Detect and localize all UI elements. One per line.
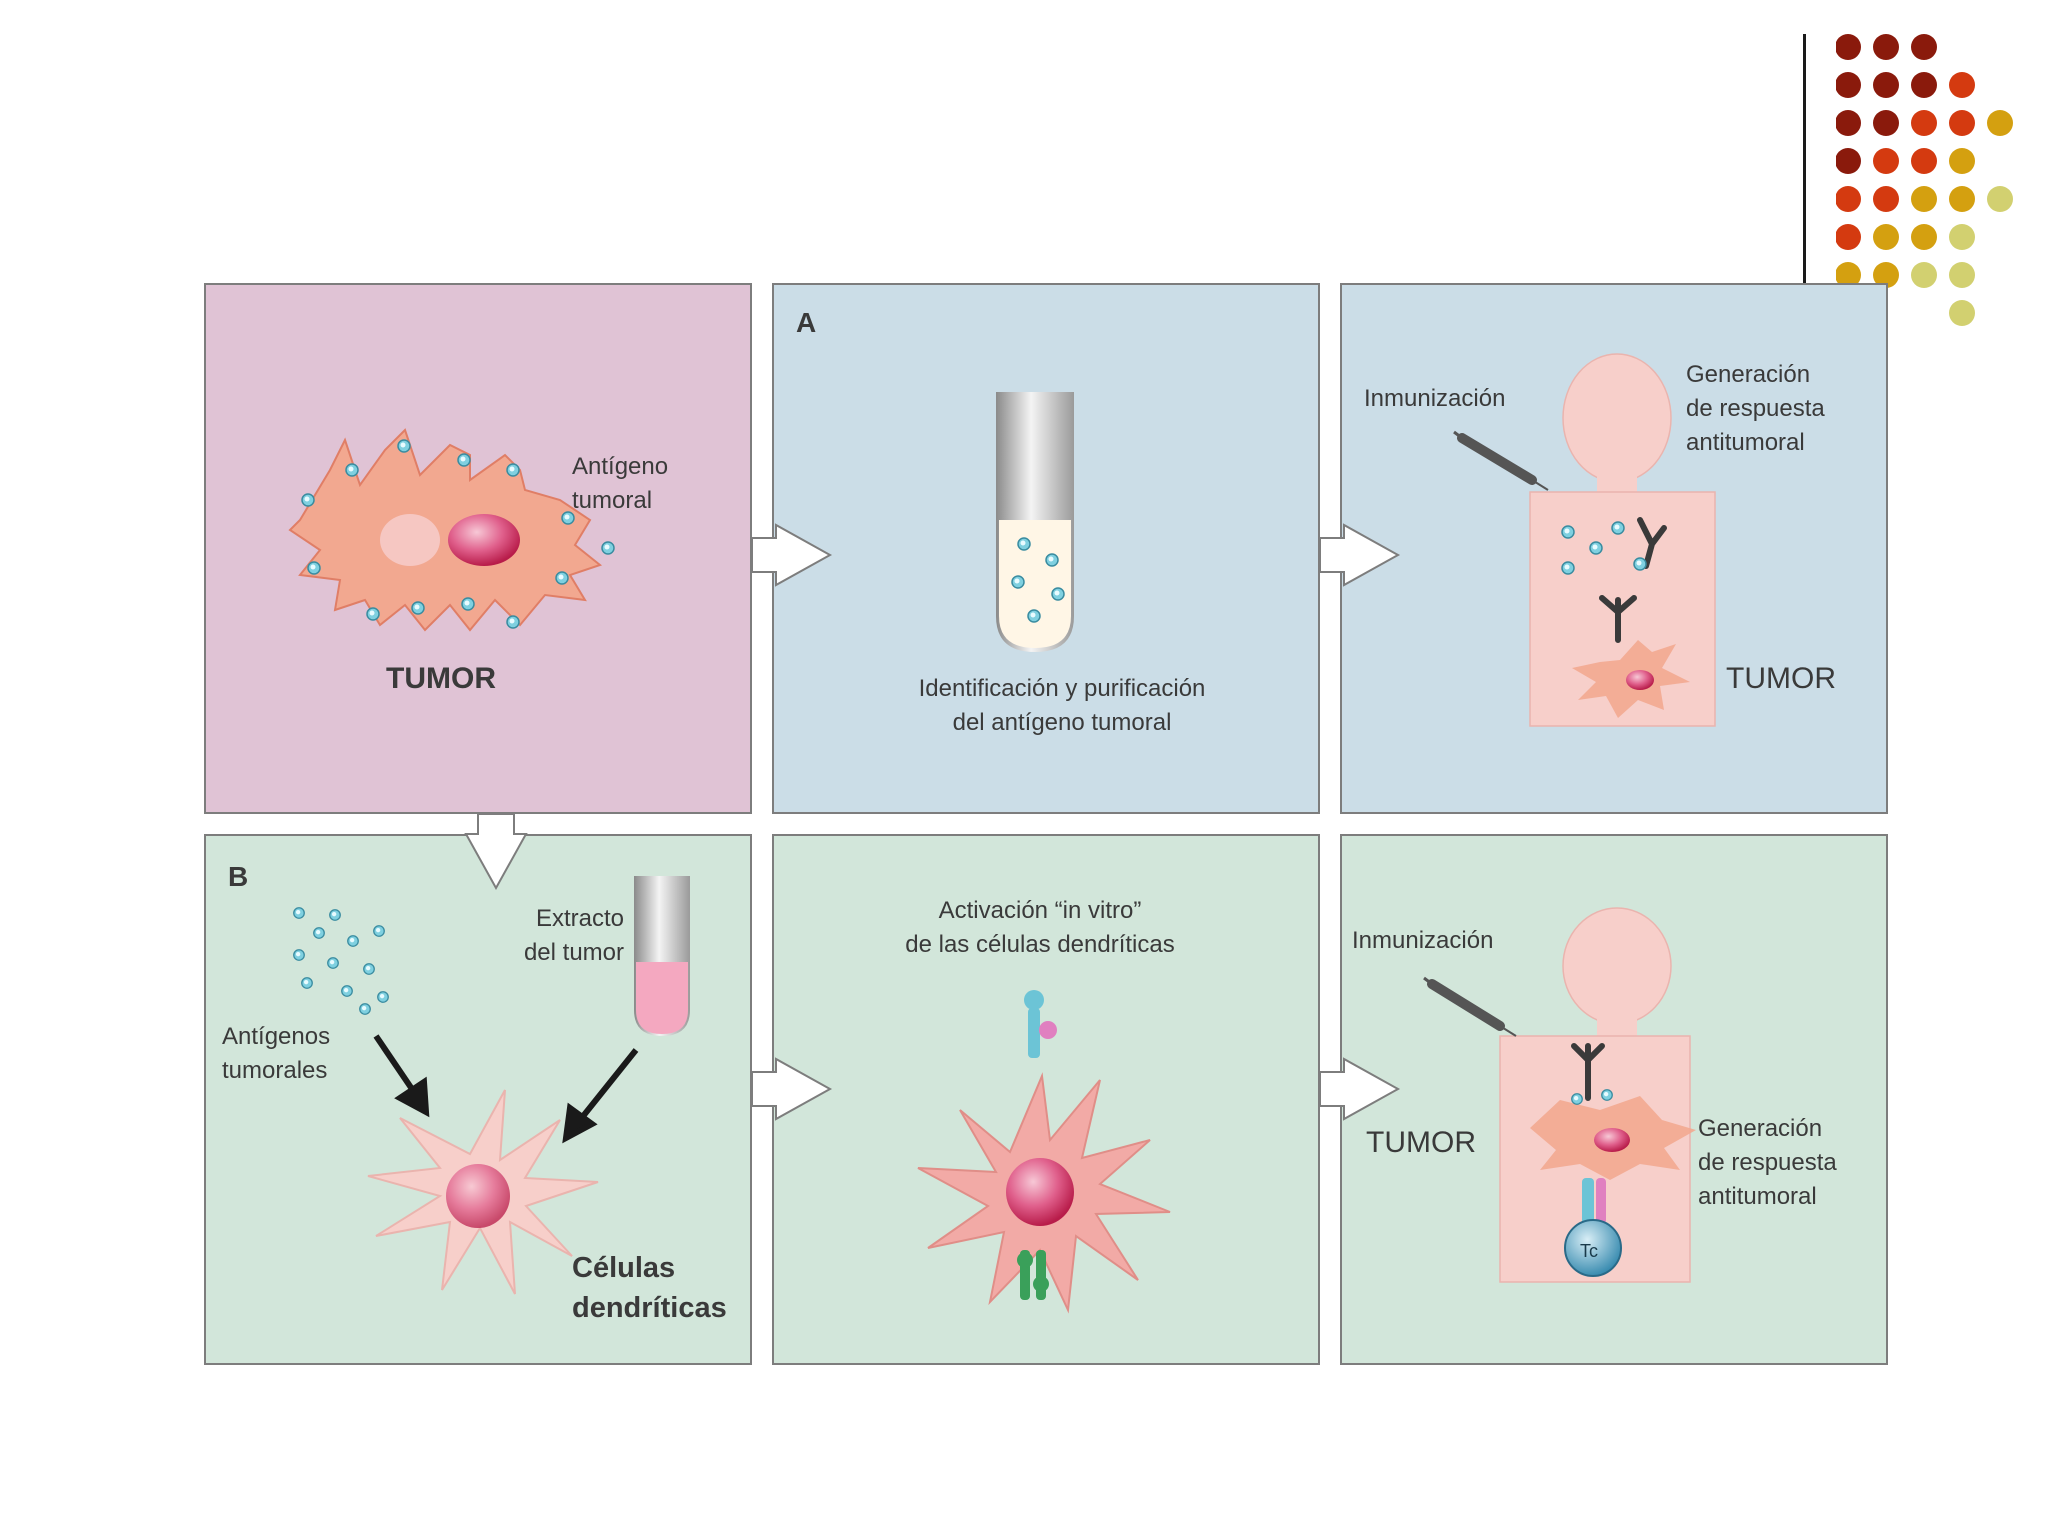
flow-arrow-right-2 bbox=[1319, 523, 1401, 587]
palette-dot bbox=[1949, 148, 1975, 174]
label-antigens: Antígenos tumorales bbox=[222, 1023, 331, 1084]
palette-dot bbox=[1911, 148, 1937, 174]
palette-dot bbox=[1836, 34, 1861, 60]
label-immunization-b: Inmunización bbox=[1352, 927, 1494, 954]
palette-dot bbox=[1911, 110, 1937, 136]
caption-purification: Identificación y purificación del antíge… bbox=[918, 675, 1206, 736]
tumor-cell-illustration bbox=[288, 428, 615, 632]
tumor-extract-tube bbox=[634, 876, 690, 1036]
dendritic-cell-activated bbox=[917, 990, 1171, 1314]
test-tube-antigen bbox=[996, 392, 1074, 652]
caption-activation: Activación “in vitro” de las células den… bbox=[905, 897, 1175, 958]
palette-dot bbox=[1949, 72, 1975, 98]
body-figure-a bbox=[1529, 353, 1716, 727]
palette-dot bbox=[1873, 110, 1899, 136]
palette-dot bbox=[1987, 110, 2013, 136]
divider-line bbox=[1803, 34, 1806, 286]
flow-arrow-down bbox=[464, 813, 528, 891]
palette-dot bbox=[1836, 186, 1861, 212]
palette-dot bbox=[1836, 224, 1861, 250]
palette-dot bbox=[1949, 262, 1975, 288]
body-figure-b bbox=[1499, 907, 1696, 1283]
arrow-antigens-to-cell bbox=[373, 1034, 430, 1118]
panel-antigen-purification bbox=[772, 283, 1320, 814]
palette-dot bbox=[1911, 72, 1937, 98]
palette-dot bbox=[1987, 186, 2013, 212]
palette-dot bbox=[1836, 148, 1861, 174]
palette-dot bbox=[1873, 262, 1899, 288]
label-tumor-1: TUMOR bbox=[386, 662, 496, 695]
arrow-extract-to-cell bbox=[562, 1048, 639, 1144]
receptor-bottom bbox=[1017, 1250, 1049, 1300]
label-tumor-b: TUMOR bbox=[1366, 1126, 1476, 1159]
palette-dot bbox=[1911, 186, 1937, 212]
label-tumor-a: TUMOR bbox=[1726, 662, 1836, 695]
palette-dot bbox=[1949, 186, 1975, 212]
palette-dot bbox=[1873, 224, 1899, 250]
flow-arrow-right-4 bbox=[1319, 1057, 1401, 1121]
palette-dot bbox=[1873, 72, 1899, 98]
palette-dot bbox=[1911, 224, 1937, 250]
section-label-a: A bbox=[796, 307, 817, 338]
section-label-b: B bbox=[228, 861, 249, 892]
label-dendritic-cells: Células dendríticas bbox=[572, 1252, 727, 1324]
syringe-icon-a bbox=[1453, 430, 1549, 491]
syringe-icon-b bbox=[1423, 976, 1517, 1037]
palette-dot bbox=[1873, 148, 1899, 174]
palette-dot bbox=[1836, 72, 1861, 98]
flow-arrow-right-3 bbox=[751, 1057, 833, 1121]
dendritic-cell-1 bbox=[367, 1089, 599, 1295]
palette-dot bbox=[1873, 186, 1899, 212]
label-extract: Extracto del tumor bbox=[523, 905, 624, 966]
antigen-cluster bbox=[293, 907, 389, 1015]
palette-dot bbox=[1949, 224, 1975, 250]
flow-arrow-right-1 bbox=[751, 523, 833, 587]
receptor-top bbox=[1024, 990, 1057, 1058]
palette-dot bbox=[1836, 262, 1861, 288]
label-response-b: Generación de respuesta antitumoral bbox=[1698, 1115, 1837, 1210]
label-response-a: Generación de respuesta antitumoral bbox=[1686, 361, 1825, 456]
palette-dot bbox=[1949, 300, 1975, 326]
decorative-dot-grid bbox=[1836, 34, 2013, 326]
palette-dot bbox=[1873, 34, 1899, 60]
palette-dot bbox=[1836, 110, 1861, 136]
palette-dot bbox=[1949, 110, 1975, 136]
palette-dot bbox=[1911, 262, 1937, 288]
label-antigen-tumor: Antígeno tumoral bbox=[572, 453, 669, 514]
label-immunization-a: Inmunización bbox=[1364, 385, 1506, 412]
tc-cell-label: Tc bbox=[1580, 1241, 1598, 1261]
palette-dot bbox=[1911, 34, 1937, 60]
